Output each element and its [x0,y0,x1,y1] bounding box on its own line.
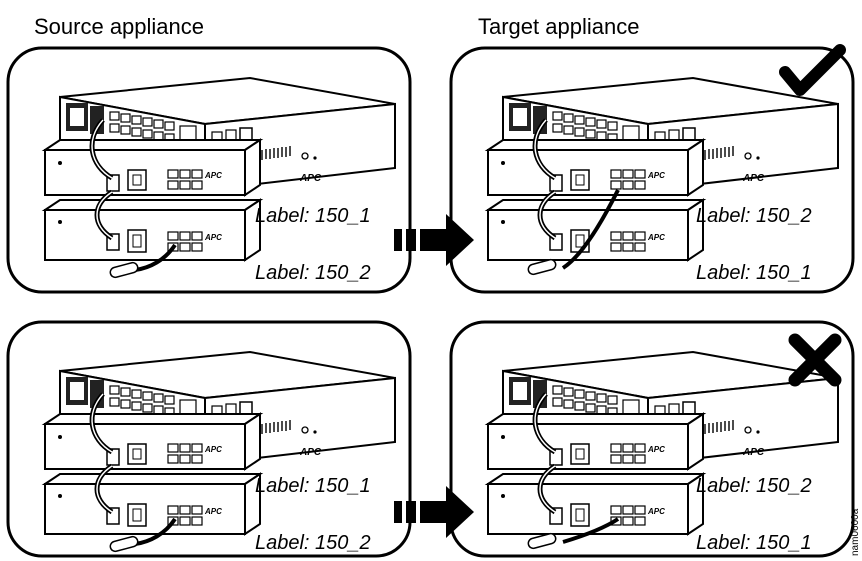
source-appliance-heading: Source appliance [34,14,205,39]
figure-code: nam0600a [850,508,861,556]
label-150-2-top-target: Label: 150_2 [696,205,812,227]
panel-bottom-source [6,320,412,558]
label-150-2-bottom-source: Label: 150_2 [255,532,371,554]
target-appliance-drawing-bottom [488,352,838,550]
label-150-1-top-source: Label: 150_1 [255,205,371,227]
cross-mark-icon [788,333,842,387]
label-150-1-bottom-target: Label: 150_1 [696,532,812,554]
label-150-1-top-target: Label: 150_1 [696,262,812,284]
source-appliance-drawing-top [45,78,395,279]
transfer-arrow-bottom [394,486,474,538]
panel-bottom-target [449,320,855,558]
panel-top-source [6,46,412,294]
label-150-1-bottom-source: Label: 150_1 [255,475,371,497]
label-150-2-top-source: Label: 150_2 [255,262,371,284]
check-mark-icon [779,44,846,96]
transfer-arrow-top [394,214,474,266]
source-appliance-drawing-bottom [45,352,395,553]
target-appliance-heading: Target appliance [478,14,640,39]
panel-top-target [449,46,855,294]
label-150-2-bottom-target: Label: 150_2 [696,475,812,497]
target-appliance-drawing-top [488,78,838,276]
